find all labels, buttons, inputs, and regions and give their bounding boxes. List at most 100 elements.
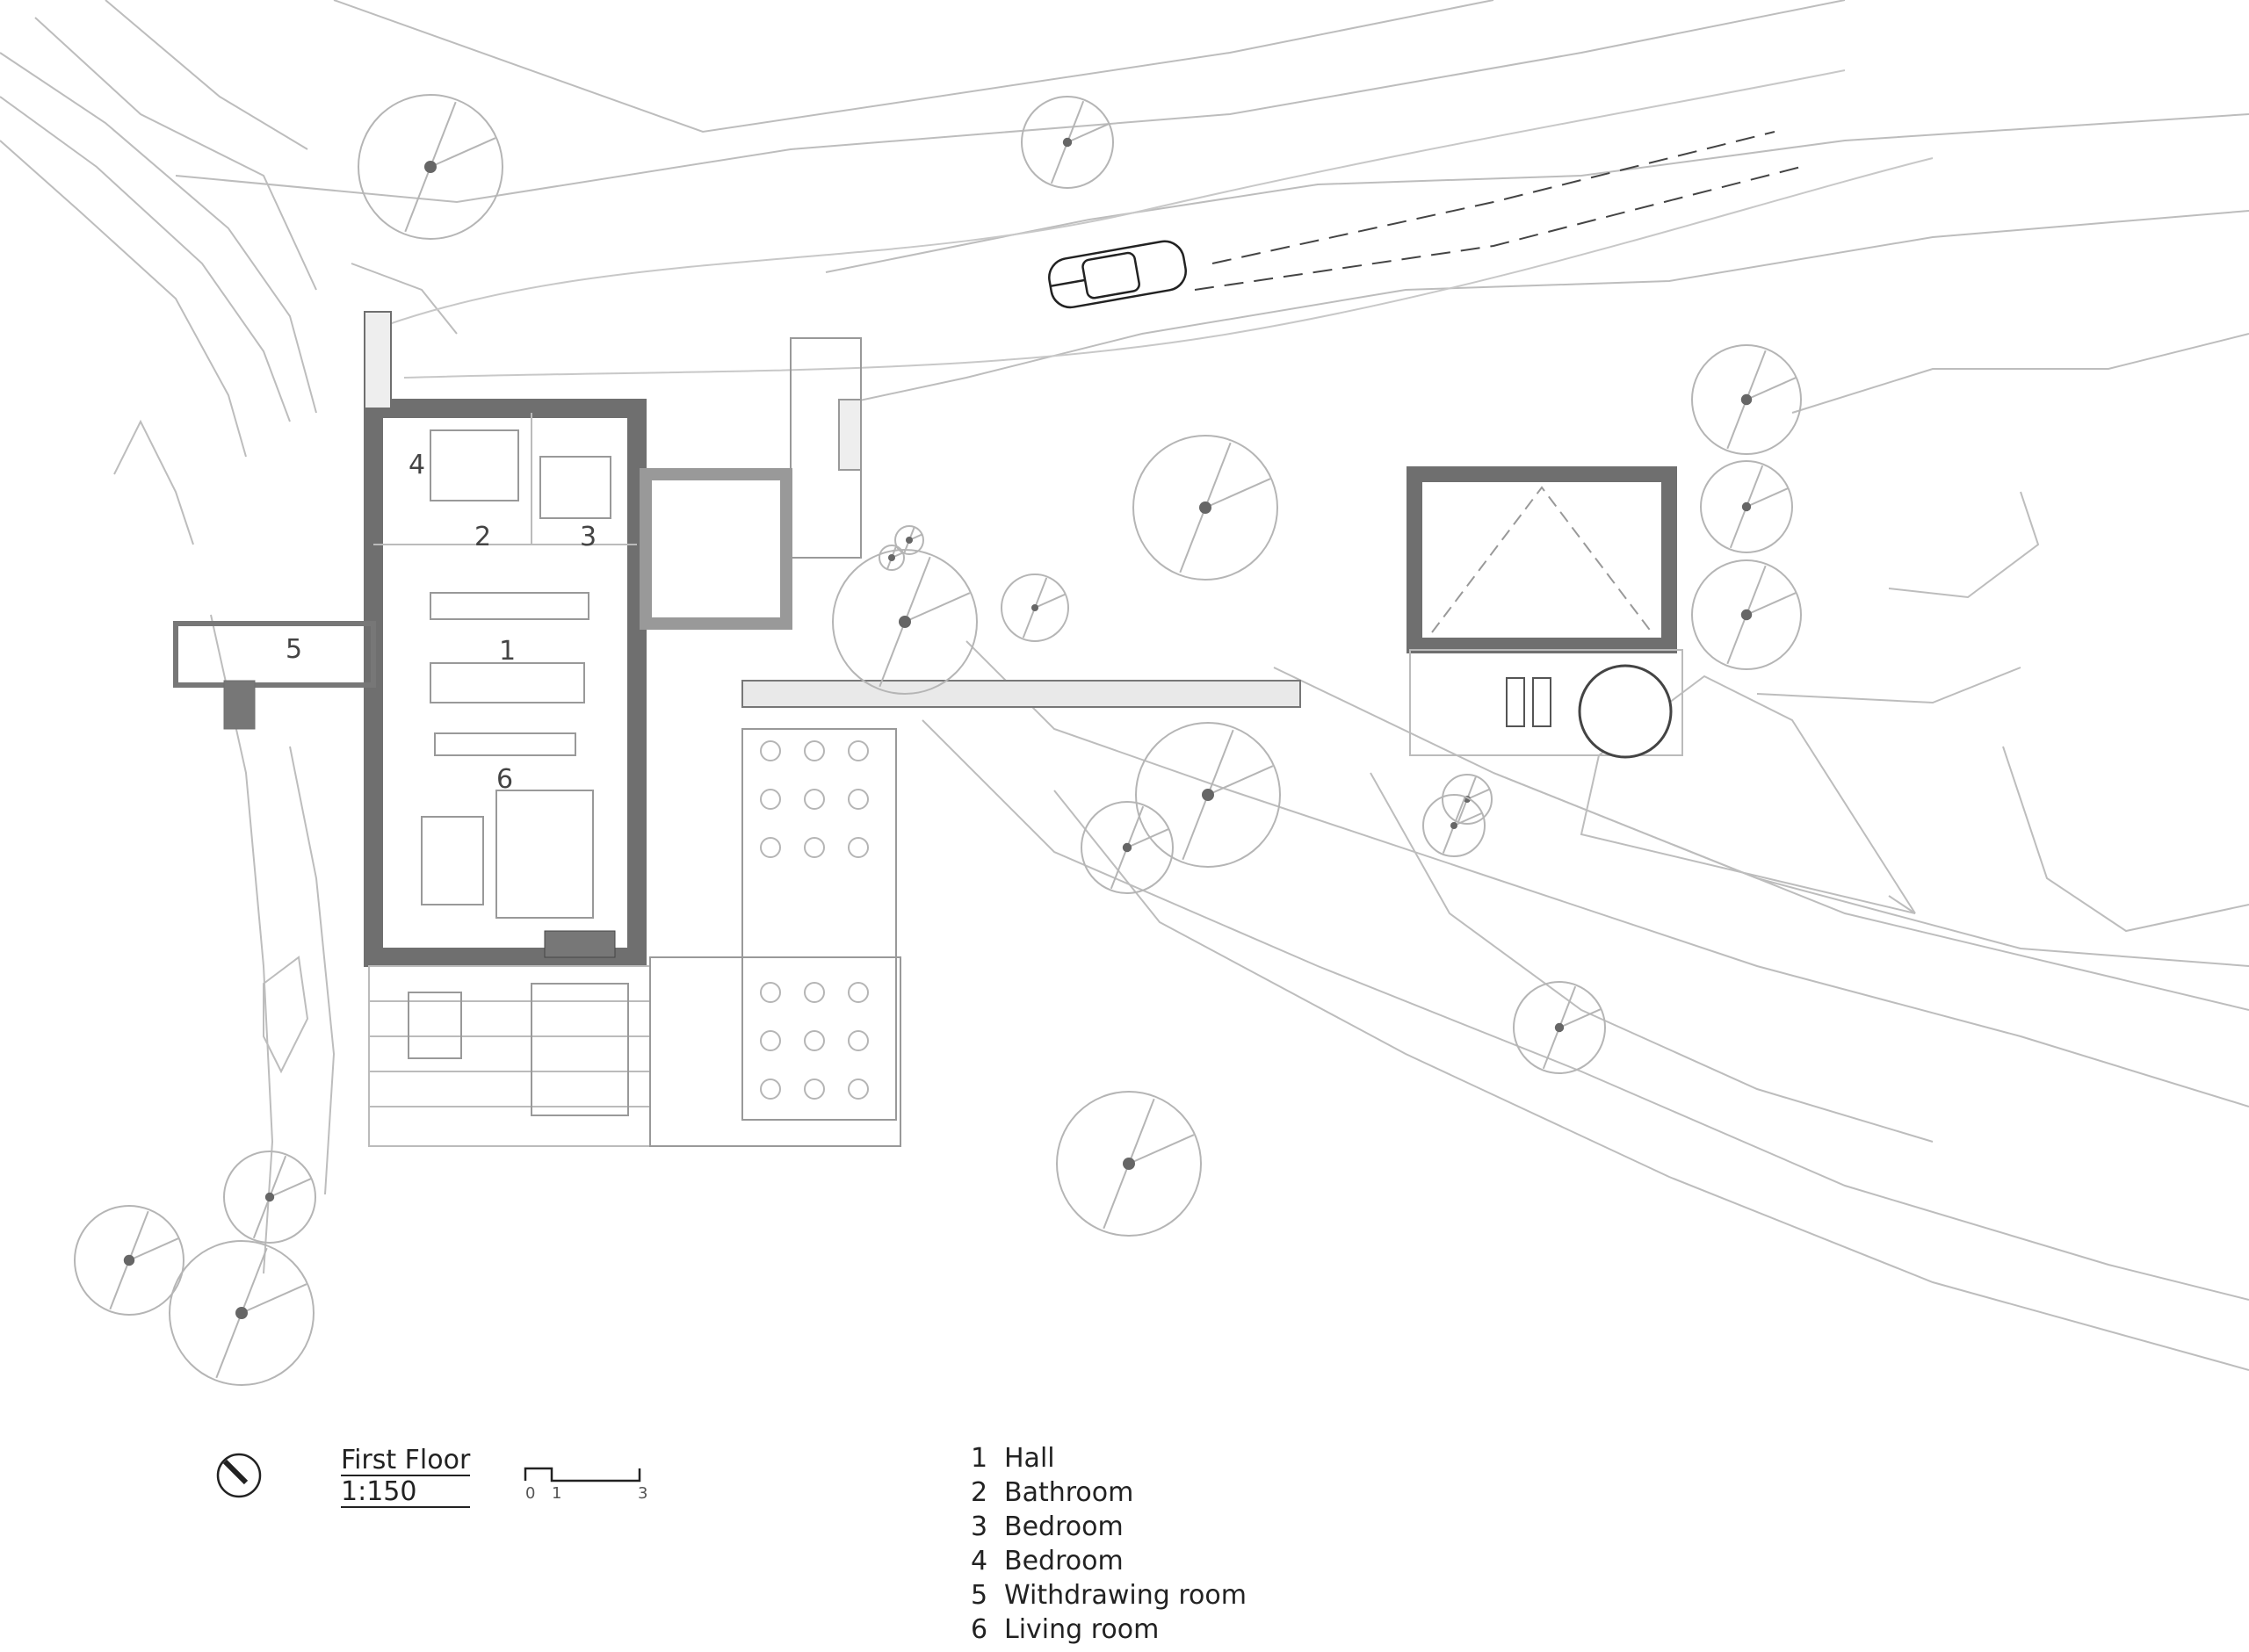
- scale-bar: [524, 1467, 641, 1482]
- driveway: [386, 69, 1934, 379]
- scale-bar-label-3: 3: [638, 1484, 648, 1503]
- orchard-tree-icon: [760, 1078, 781, 1100]
- tree-center-dot: [1031, 604, 1038, 611]
- tree-center-dot: [1202, 789, 1214, 801]
- outbuilding: [1407, 466, 1683, 759]
- tree-branch-line: [1207, 765, 1274, 796]
- tree-center-dot: [1554, 1022, 1565, 1033]
- tree-branch-line: [904, 592, 971, 623]
- tree-symbol-icon: [1422, 794, 1486, 857]
- orchard-tree-icon: [804, 789, 825, 810]
- tree-branch-line: [1067, 123, 1110, 143]
- orchard-tree-icon: [760, 1030, 781, 1051]
- tree-symbol-icon: [1691, 344, 1802, 455]
- room-number-4: 4: [409, 450, 426, 480]
- tree-symbol-icon: [1691, 559, 1802, 670]
- tree-center-dot: [264, 1192, 275, 1202]
- orchard-tree-icon: [804, 1030, 825, 1051]
- tree-center-dot: [235, 1307, 248, 1319]
- orchard-tree-icon: [848, 1030, 869, 1051]
- tree-center-dot: [1740, 393, 1753, 406]
- tree-symbol-icon: [1442, 774, 1493, 825]
- tree-center-dot: [1199, 501, 1211, 514]
- tree-center-dot: [899, 616, 911, 628]
- tree-branch-line: [1746, 592, 1797, 616]
- scale-bar-label-0: 0: [525, 1484, 536, 1503]
- tree-branch-line: [1034, 593, 1066, 609]
- tree-symbol-icon: [1135, 722, 1281, 868]
- orchard-tree-icon: [760, 789, 781, 810]
- tree-branch-line: [1746, 377, 1797, 400]
- tree-branch-line: [1128, 1134, 1195, 1165]
- scale-bar-label-1: 1: [552, 1484, 562, 1503]
- main-house: [173, 311, 647, 967]
- tree-branch-line: [430, 137, 496, 168]
- tree-symbol-icon: [74, 1205, 184, 1316]
- orchard-tree-icon: [848, 789, 869, 810]
- drawing-scale: 1:150: [341, 1476, 417, 1507]
- orchard-tree-icon: [804, 982, 825, 1003]
- tree-symbol-icon: [879, 545, 905, 571]
- tree-symbol-icon: [223, 1151, 316, 1244]
- tree-center-dot: [888, 554, 895, 561]
- tree-branch-line: [241, 1283, 307, 1314]
- drawing-title: First Floor: [341, 1445, 471, 1475]
- tree-center-dot: [1122, 842, 1132, 853]
- orchard-tree-icon: [804, 837, 825, 858]
- tree-symbol-icon: [1700, 460, 1793, 553]
- tree-symbol-icon: [358, 94, 503, 240]
- orchard-tree-icon: [848, 837, 869, 858]
- terrain-contours: [0, 0, 2249, 1371]
- orchard-tree-icon: [804, 740, 825, 761]
- tree-branch-line: [1453, 812, 1482, 826]
- room-number-3: 3: [580, 522, 597, 552]
- orchard-tree-icon: [848, 740, 869, 761]
- room-number-5: 5: [286, 634, 303, 665]
- tree-branch-line: [1126, 828, 1169, 848]
- tree-branch-line: [1204, 478, 1271, 509]
- tree-branch-line: [1558, 1008, 1602, 1028]
- tree-symbol-icon: [1056, 1091, 1202, 1237]
- tree-center-dot: [906, 537, 913, 544]
- tree-symbol-icon: [1081, 801, 1174, 894]
- tree-symbol-icon: [894, 525, 924, 555]
- tree-branch-line: [128, 1237, 179, 1261]
- tree-center-dot: [1123, 1158, 1135, 1170]
- tree-branch-line: [1466, 788, 1490, 800]
- tree-branch-line: [1746, 487, 1789, 508]
- room-number-1: 1: [499, 636, 517, 667]
- tree-symbol-icon: [1001, 574, 1069, 642]
- entrance-deck: [640, 337, 1301, 1147]
- orchard-tree-icon: [848, 1078, 869, 1100]
- tree-symbol-icon: [1021, 96, 1114, 189]
- tree-symbol-icon: [169, 1240, 315, 1386]
- title-rules: [341, 1475, 470, 1508]
- tree-center-dot: [1741, 501, 1752, 512]
- tree-center-dot: [123, 1254, 135, 1266]
- tree-center-dot: [424, 161, 437, 173]
- car-icon: [1048, 240, 1187, 309]
- orchard-tree-icon: [760, 740, 781, 761]
- tree-symbol-icon: [1513, 981, 1606, 1074]
- tree-center-dot: [1740, 609, 1753, 621]
- tree-center-dot: [1062, 137, 1073, 148]
- orchard-tree-icon: [760, 837, 781, 858]
- north-arrow-icon: [216, 1453, 262, 1498]
- orchard-tree-icon: [848, 982, 869, 1003]
- tree-symbol-icon: [1132, 435, 1278, 581]
- orchard-tree-icon: [804, 1078, 825, 1100]
- orchard-tree-icon: [760, 982, 781, 1003]
- terrace: [368, 965, 651, 1147]
- tree-center-dot: [1450, 822, 1457, 829]
- room-number-2: 2: [474, 522, 492, 552]
- room-number-6: 6: [496, 764, 514, 795]
- tree-branch-line: [269, 1178, 312, 1198]
- trees: [74, 94, 1802, 1386]
